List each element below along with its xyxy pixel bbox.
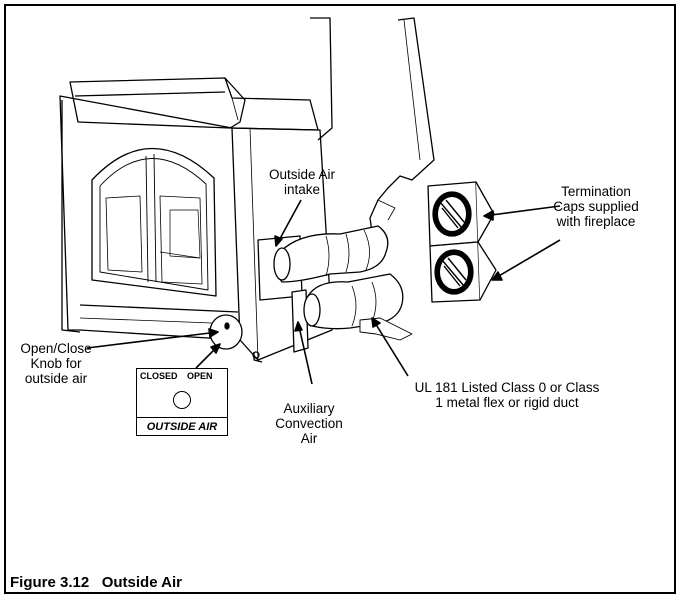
- chimney-chase: [310, 17, 435, 237]
- knob-circle-icon: [173, 391, 191, 409]
- auxiliary-air-label: Auxiliary Convection Air: [275, 401, 343, 446]
- termination-caps: [427, 181, 497, 303]
- outside-air-control-panel: CLOSED OPEN OUTSIDE AIR: [136, 368, 228, 436]
- outside-air-intake-label: Outside Air intake: [268, 167, 336, 197]
- firebox-side: [231, 127, 333, 363]
- panel-title: OUTSIDE AIR: [146, 421, 218, 433]
- auxiliary-air-duct: [303, 273, 413, 341]
- outside-air-duct: [273, 225, 389, 283]
- closed-label: CLOSED: [140, 371, 178, 381]
- leader-arrows: [86, 199, 561, 385]
- outside-air-knob: [209, 314, 243, 350]
- panel-divider: [137, 417, 227, 418]
- firebox-front: [59, 95, 241, 341]
- duct-spec-label: UL 181 Listed Class 0 or Class 1 metal f…: [414, 380, 600, 410]
- open-close-knob-label: Open/Close Knob for outside air: [20, 341, 92, 386]
- termination-caps-label: Termination Caps supplied with fireplace: [553, 184, 639, 229]
- firebox-hood: [69, 77, 319, 131]
- open-label: OPEN: [187, 371, 213, 381]
- figure-frame: [4, 4, 676, 594]
- figure-caption: Figure 3.12 Outside Air: [10, 574, 182, 591]
